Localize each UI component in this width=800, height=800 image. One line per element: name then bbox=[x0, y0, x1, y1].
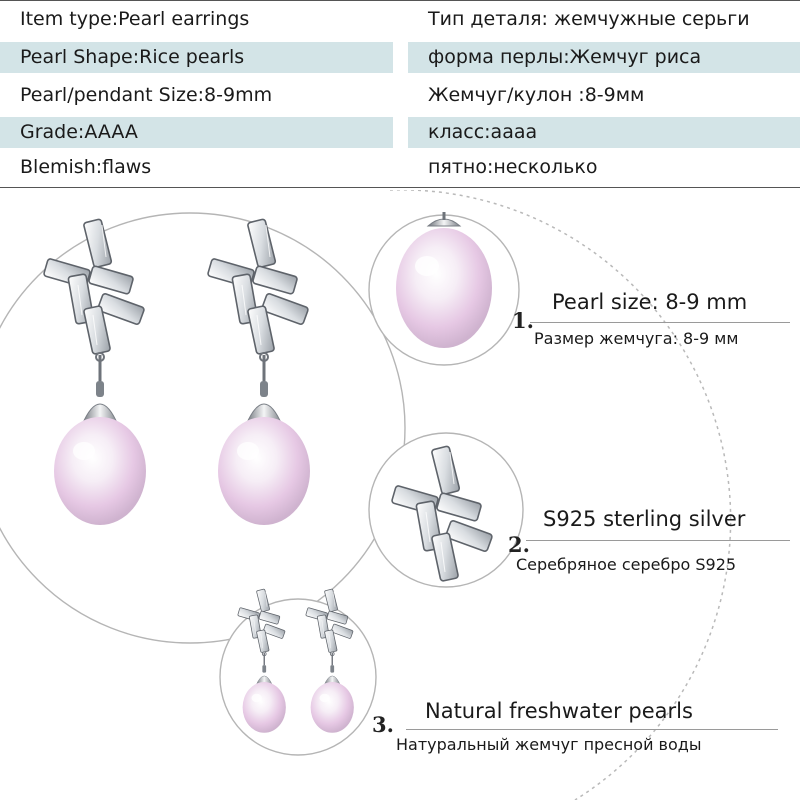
feature-title: Natural freshwater pearls bbox=[425, 699, 693, 723]
table-top-rule bbox=[0, 0, 800, 1]
spec-en-cell: Blemish:flaws bbox=[20, 156, 152, 178]
feature-title: S925 sterling silver bbox=[543, 507, 746, 531]
spec-row: Pearl/pendant Size:8-9mm Жемчуг/кулон :8… bbox=[0, 80, 800, 111]
feature-divider bbox=[526, 540, 790, 541]
table-bottom-rule bbox=[0, 187, 800, 188]
spec-row: Blemish:flaws пятно:несколько bbox=[0, 152, 800, 183]
spec-row: Grade:AAAA класс:aaaa bbox=[0, 117, 800, 148]
feature-number: 1. bbox=[512, 308, 534, 333]
spec-en-cell: Pearl Shape:Rice pearls bbox=[0, 42, 393, 73]
spec-ru-cell: класс:aaaa bbox=[408, 117, 800, 148]
feature-subtitle: Серебряное серебро S925 bbox=[516, 555, 737, 574]
spec-table: Item type:Pearl earrings Тип деталя: жем… bbox=[0, 0, 800, 190]
spec-ru-cell: пятно:несколько bbox=[428, 156, 598, 178]
spec-en-cell: Pearl/pendant Size:8-9mm bbox=[20, 84, 273, 106]
spec-row: Pearl Shape:Rice pearls форма перлы:Жемч… bbox=[0, 42, 800, 73]
feature-divider bbox=[530, 322, 790, 323]
spec-en-cell: Item type:Pearl earrings bbox=[20, 8, 250, 30]
spec-ru-cell: форма перлы:Жемчуг риса bbox=[408, 42, 800, 73]
rice-pearl-icon bbox=[396, 212, 492, 348]
spec-en-cell: Grade:AAAA bbox=[0, 117, 393, 148]
feature-title: Pearl size: 8-9 mm bbox=[552, 290, 748, 314]
spec-ru-cell: Жемчуг/кулон :8-9мм bbox=[428, 84, 645, 106]
feature-divider bbox=[406, 729, 778, 730]
feature-subtitle: Натуральный жемчуг пресной воды bbox=[396, 735, 702, 754]
product-stage: 1. Pearl size: 8-9 mm Размер жемчуга: 8-… bbox=[0, 190, 800, 800]
product-illustration bbox=[0, 190, 732, 800]
feature-number: 2. bbox=[508, 532, 530, 557]
spec-ru-cell: Тип деталя: жемчужные серьги bbox=[428, 8, 750, 30]
spec-row: Item type:Pearl earrings Тип деталя: жем… bbox=[0, 4, 800, 35]
feature-number: 3. bbox=[372, 712, 394, 737]
feature-subtitle: Размер жемчуга: 8-9 мм bbox=[534, 329, 739, 348]
